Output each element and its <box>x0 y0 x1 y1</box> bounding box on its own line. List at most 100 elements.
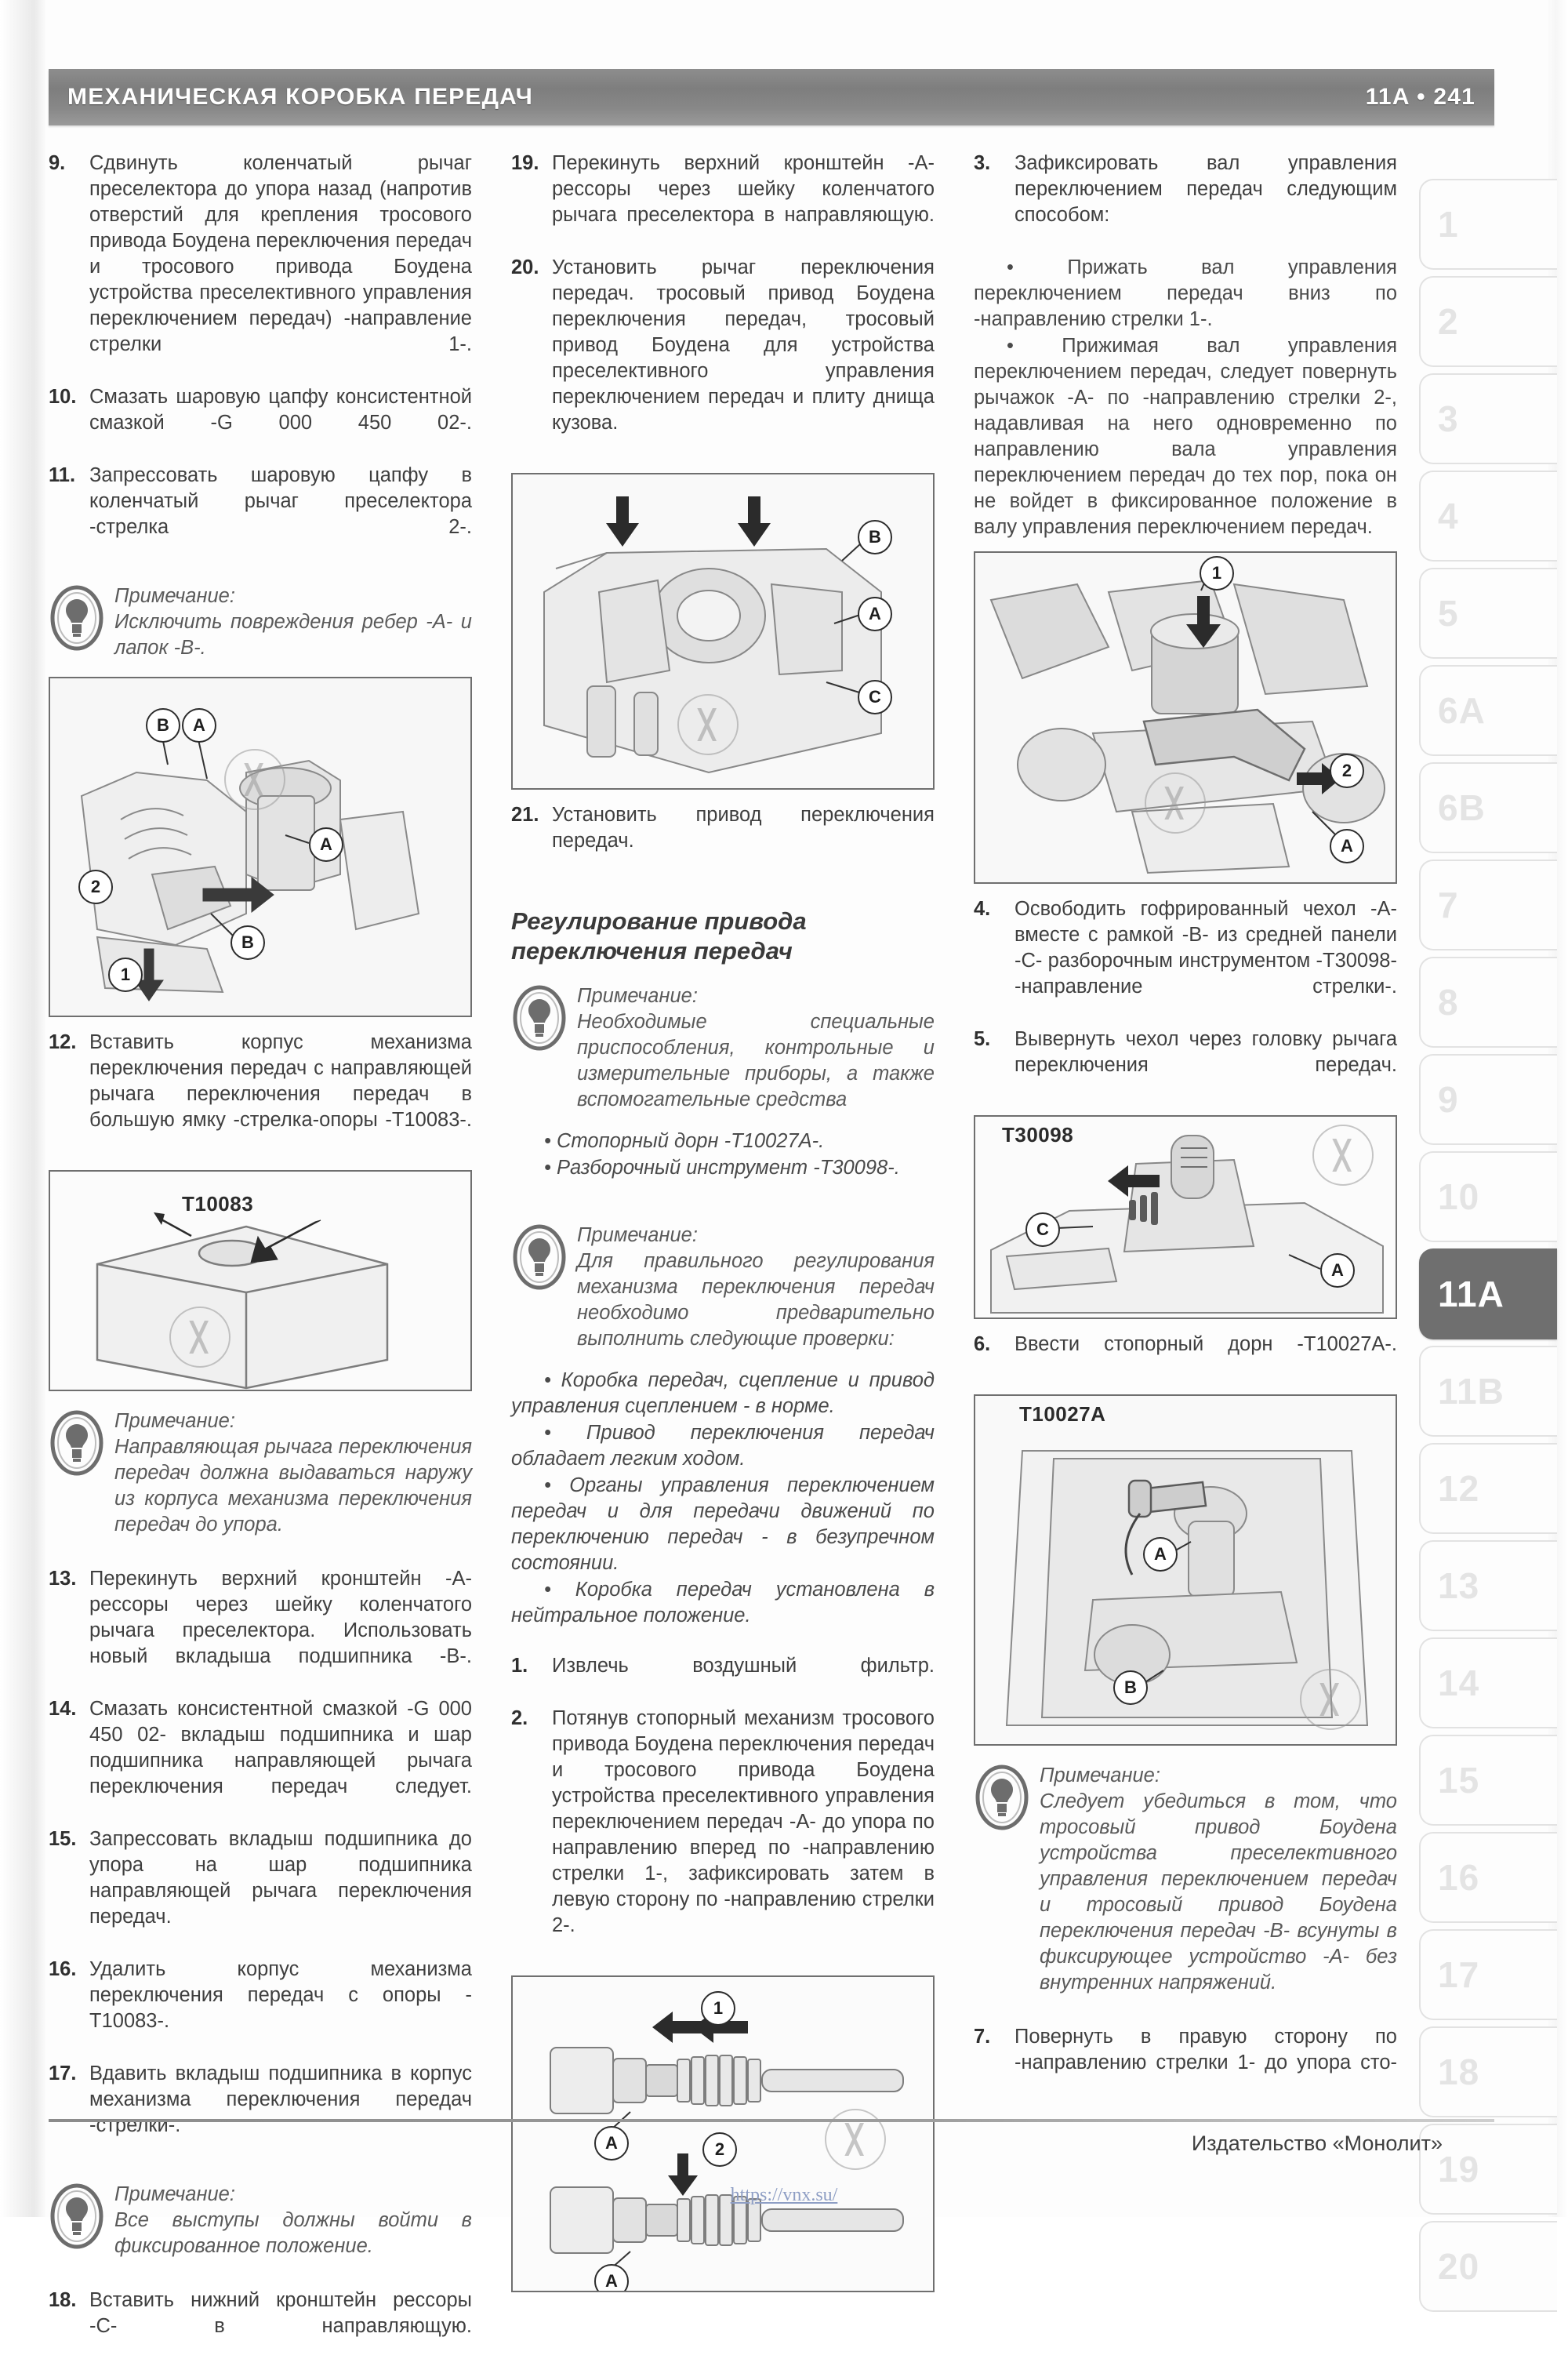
chapter-tab-4[interactable]: 4 <box>1419 471 1557 562</box>
step-14-text: Смазать консистентной смазкой -G 000 450… <box>89 1698 472 1797</box>
figure-4-callout-a2: A <box>594 2264 629 2291</box>
chapter-tab-10[interactable]: 10 <box>1419 1151 1557 1242</box>
step-adj-3-text: Зафиксировать вал управления переключени… <box>1014 152 1397 226</box>
chapter-tab-8[interactable]: 8 <box>1419 957 1557 1048</box>
note-3-title: Примечание: <box>114 2183 235 2205</box>
chapter-tab-1[interactable]: 1 <box>1419 179 1557 270</box>
step-12-number: 12. <box>49 1031 77 1053</box>
chapter-tab-12[interactable]: 12 <box>1419 1443 1557 1534</box>
chapter-tab-label: 3 <box>1438 398 1459 439</box>
chapter-tab-3[interactable]: 3 <box>1419 373 1557 464</box>
note-5-title: Примечание: <box>577 1224 698 1246</box>
chapter-tab-15[interactable]: 15 <box>1419 1735 1557 1826</box>
chapter-tab-6a[interactable]: 6A <box>1419 665 1557 756</box>
chapter-tab-label: 7 <box>1438 885 1459 925</box>
figure-1-drawing: B A A B 1 2 <box>50 678 470 1016</box>
note-1-title: Примечание: <box>114 585 235 607</box>
step-adj-7: 7. Повернуть в правую сторону по -направ… <box>974 2024 1397 2102</box>
chapter-tab-label: 20 <box>1438 2246 1480 2287</box>
chapter-tab-label: 9 <box>1438 1079 1459 1120</box>
chapter-tab-7[interactable]: 7 <box>1419 860 1557 950</box>
chapter-tab-18[interactable]: 18 <box>1419 2026 1557 2117</box>
chapter-tab-label: 12 <box>1438 1468 1480 1509</box>
step-13-number: 13. <box>49 1568 77 1590</box>
chapter-tab-label: 18 <box>1438 2052 1480 2092</box>
note-5-bullet-2: Привод переключения передач обладает лег… <box>511 1420 935 1472</box>
chapter-tab-label: 19 <box>1438 2149 1480 2190</box>
section-heading-adjustment: Регулирование привода переключения перед… <box>511 907 807 965</box>
note-block-6: Примечание: Следует убедиться в том, что… <box>974 1763 1397 1996</box>
figure-4-drawing: 1 A 2 A <box>513 1977 933 2291</box>
chapter-tab-label: 15 <box>1438 1760 1480 1801</box>
manual-page: МЕХАНИЧЕСКАЯ КОРОБКА ПЕРЕДАЧ 11A • 241 9… <box>0 0 1568 2217</box>
source-url[interactable]: https://vnx.su/ <box>730 2185 838 2205</box>
step-adj-6: 6. Ввести стопорный дорн -T10027A-. <box>974 1332 1397 1383</box>
note-4-bullet-2: Разборочный инструмент -T30098-. <box>511 1155 935 1181</box>
figure-7-callout-a: A <box>1143 1537 1178 1572</box>
content-columns: 9. Сдвинуть коленчатый рычаг преселектор… <box>49 151 1397 2337</box>
chapter-tab-19[interactable]: 19 <box>1419 2124 1557 2215</box>
figure-1-callout-a1: B <box>146 708 180 743</box>
chapter-tab-11b[interactable]: 11B <box>1419 1346 1557 1437</box>
step-20-text: Установить рычаг переключения передач. т… <box>552 256 935 434</box>
note-4-bullet-1: Стопорный дорн -T10027A-. <box>511 1128 935 1154</box>
watermark-logo <box>825 2109 886 2170</box>
note-3-body: Примечание: Все выступы должны войти в ф… <box>49 2182 472 2259</box>
step-adj-3-number: 3. <box>974 152 991 174</box>
watermark-logo <box>1145 772 1206 834</box>
note-block-3: Примечание: Все выступы должны войти в ф… <box>49 2182 472 2259</box>
step-19-number: 19. <box>511 152 539 174</box>
page-number-badge: 11A • 241 <box>1365 84 1475 110</box>
chapter-tab-20[interactable]: 20 <box>1419 2221 1557 2312</box>
chapter-tab-11a[interactable]: 11A <box>1419 1248 1557 1339</box>
chapter-tab-label: 17 <box>1438 1954 1480 1995</box>
figure-7-drawing: T10027A A B <box>975 1396 1396 1744</box>
step-12-text: Вставить корпус механизма переключения п… <box>89 1031 472 1131</box>
step-19-text: Перекинуть верхний кронштейн -А- рессоры… <box>552 152 935 226</box>
chapter-tab-17[interactable]: 17 <box>1419 1929 1557 2020</box>
figure-1-callout-1: 1 <box>108 958 143 992</box>
figure-4-callout-a1: A <box>594 2126 629 2161</box>
figure-7-callout-b: B <box>1113 1670 1148 1705</box>
step-14-number: 14. <box>49 1698 77 1720</box>
step-17-text: Вдавить вкладыш подшипника в корпус меха… <box>89 2063 472 2136</box>
chapter-tab-label: 6A <box>1438 690 1486 731</box>
chapter-tab-16[interactable]: 16 <box>1419 1832 1557 1923</box>
step-adj-3-bullet-1: Прижать вал управления переключением пер… <box>974 255 1397 333</box>
note-5-bullet-3: Органы управления переключением передач … <box>511 1473 935 1576</box>
figure-4-callout-2: 2 <box>702 2132 737 2167</box>
chapter-tab-label: 10 <box>1438 1176 1480 1217</box>
note-block-1: Примечание: Исключить повреждения ребер … <box>49 583 472 661</box>
note-2-text: Направляющая рычага переключения передач… <box>114 1436 472 1536</box>
figure-5-callout-1: 1 <box>1200 556 1234 591</box>
step-adj-6-number: 6. <box>974 1333 991 1355</box>
step-18-text: Вставить нижний кронштейн рессоры -С- в … <box>89 2289 472 2337</box>
note-3-text: Все выступы должны войти в фиксированное… <box>114 2209 472 2257</box>
step-9-number: 9. <box>49 152 66 174</box>
lightbulb-icon <box>50 1410 103 1476</box>
step-adj-2-text: Потянув стопорный механизм тросового при… <box>552 1707 935 1936</box>
chapter-tab-label: 11A <box>1438 1274 1504 1314</box>
step-15-text: Запрессовать вкладыш подшипника до упора… <box>89 1828 472 1928</box>
step-21-number: 21. <box>511 804 539 826</box>
lightbulb-icon <box>50 2183 103 2249</box>
figure-selector-shaft-lock: 1 2 A <box>974 551 1397 884</box>
step-adj-4: 4. Освободить гофрированный чехол -А- вм… <box>974 896 1397 1026</box>
step-21: 21. Установить привод переключения перед… <box>511 802 935 880</box>
step-adj-2-number: 2. <box>511 1707 528 1729</box>
chapter-tab-9[interactable]: 9 <box>1419 1054 1557 1145</box>
chapter-tab-2[interactable]: 2 <box>1419 276 1557 367</box>
figure-5-drawing: 1 2 A <box>975 553 1396 882</box>
note-5-bullet-1: Коробка передач, сцепление и привод упра… <box>511 1368 935 1419</box>
note-6-text: Следует убедиться в том, что тросовый пр… <box>1040 1790 1397 1993</box>
figure-2-tool-label: T10083 <box>182 1192 254 1216</box>
figure-6-callout-a: A <box>1320 1253 1355 1288</box>
chapter-tab-14[interactable]: 14 <box>1419 1637 1557 1728</box>
step-20: 20. Установить рычаг переключения переда… <box>511 255 935 462</box>
step-19: 19. Перекинуть верхний кронштейн -А- рес… <box>511 151 935 254</box>
chapter-tab-5[interactable]: 5 <box>1419 568 1557 659</box>
chapter-tab-6b[interactable]: 6B <box>1419 762 1557 853</box>
chapter-tab-13[interactable]: 13 <box>1419 1540 1557 1631</box>
step-adj-4-number: 4. <box>974 898 991 920</box>
figure-shift-housing-ribs: B A A B 1 2 <box>49 677 472 1017</box>
